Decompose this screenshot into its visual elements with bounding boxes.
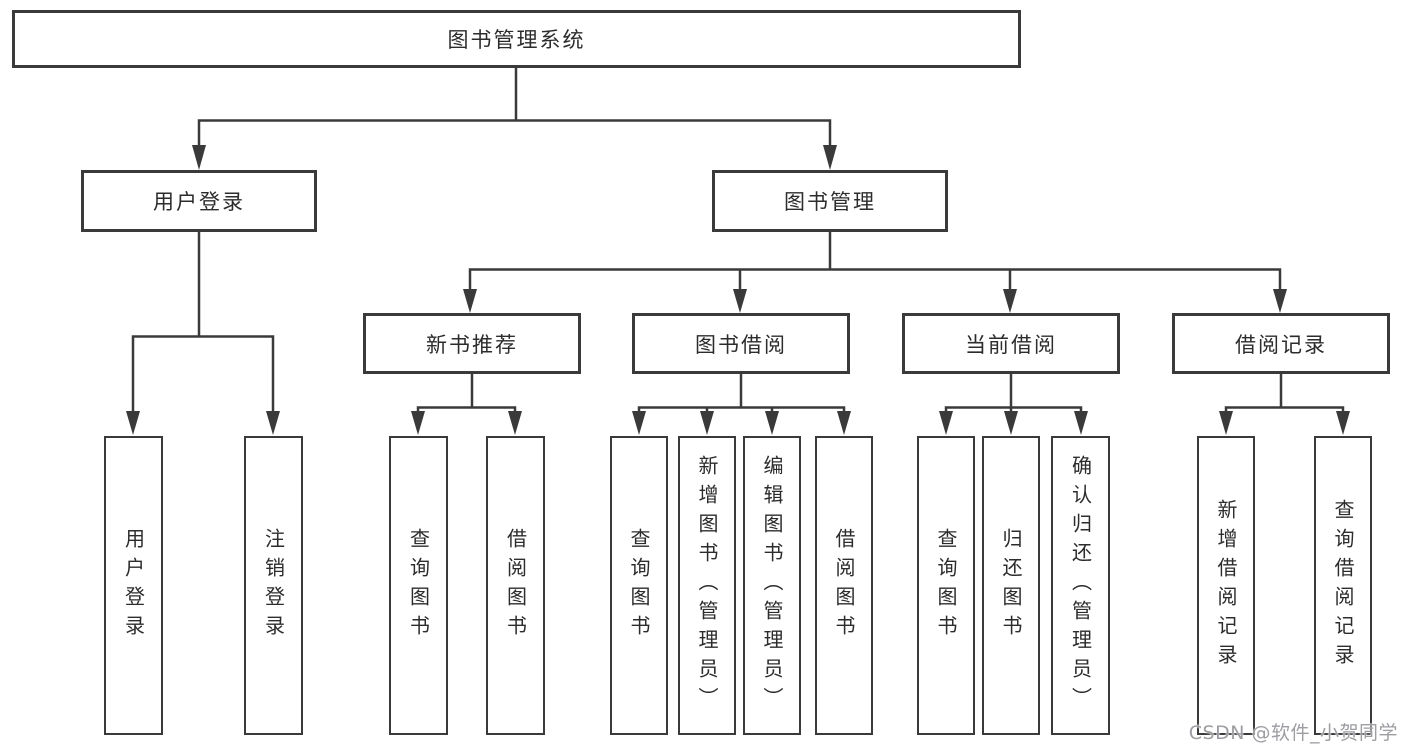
arrowhead <box>1004 411 1018 435</box>
node-borrow-records: 借阅记录 <box>1172 313 1390 374</box>
arrowhead <box>823 145 837 170</box>
leaf-add-borrow-record: 新增借阅记录 <box>1197 436 1255 735</box>
node-borrow-records-label: 借阅记录 <box>1235 332 1327 357</box>
node-root-library-system: 图书管理系统 <box>12 10 1021 68</box>
leaf-recommend-borrow-books-label: 借阅图书 <box>503 527 528 644</box>
wire-recommend-to-children <box>416 371 517 428</box>
arrowhead <box>837 411 851 435</box>
leaf-edit-book-admin: 编辑图书（管理员） <box>743 436 801 735</box>
node-new-book-recommend-label: 新书推荐 <box>426 332 518 357</box>
leaf-borrow-books: 借阅图书 <box>815 436 873 735</box>
wire-borrow-to-children <box>637 371 846 428</box>
wire-current-to-children <box>944 371 1083 428</box>
leaf-recommend-query-books: 查询图书 <box>389 436 448 735</box>
leaf-return-book: 归还图书 <box>982 436 1040 735</box>
arrowhead <box>632 411 646 435</box>
leaf-borrow-query-books-label: 查询图书 <box>627 527 651 644</box>
node-book-borrow: 图书借阅 <box>632 313 850 374</box>
arrowhead <box>463 289 477 313</box>
node-new-book-recommend: 新书推荐 <box>363 313 581 374</box>
wire-book-management-to-children <box>468 229 1282 305</box>
leaf-logout: 注销登录 <box>244 436 303 735</box>
node-root-label: 图书管理系统 <box>447 28 586 52</box>
arrowhead <box>1336 411 1350 435</box>
node-book-borrow-label: 图书借阅 <box>695 332 787 357</box>
node-user-login-label: 用户登录 <box>153 190 245 214</box>
leaf-current-query-books: 查询图书 <box>917 436 975 735</box>
node-book-management: 图书管理 <box>712 170 948 232</box>
leaf-add-book-admin-label: 新增图书（管理员） <box>695 455 719 716</box>
arrowhead <box>192 145 206 170</box>
arrowhead <box>1003 289 1017 313</box>
leaf-query-borrow-record: 查询借阅记录 <box>1314 436 1372 735</box>
arrowhead <box>126 411 140 435</box>
leaf-return-book-label: 归还图书 <box>999 527 1023 644</box>
leaf-recommend-query-books-label: 查询图书 <box>406 527 431 644</box>
leaf-user-login: 用户登录 <box>104 436 163 735</box>
leaf-confirm-return-admin-label: 确认归还（管理员） <box>1068 455 1093 716</box>
leaf-add-borrow-record-label: 新增借阅记录 <box>1214 498 1238 673</box>
wire-user-login-to-children <box>131 229 275 428</box>
leaf-recommend-borrow-books: 借阅图书 <box>486 436 545 735</box>
csdn-watermark: CSDN @软件_小贺同学 <box>1188 722 1398 744</box>
node-user-login: 用户登录 <box>81 170 317 232</box>
arrowhead <box>266 411 280 435</box>
leaf-add-book-admin: 新增图书（管理员） <box>678 436 736 735</box>
arrowhead <box>733 289 747 313</box>
arrowhead <box>1273 289 1287 313</box>
leaf-logout-label: 注销登录 <box>261 527 286 644</box>
leaf-user-login-label: 用户登录 <box>121 527 146 644</box>
leaf-confirm-return-admin: 确认归还（管理员） <box>1051 436 1110 735</box>
arrowhead <box>765 411 779 435</box>
node-current-borrow: 当前借阅 <box>902 313 1120 374</box>
arrowhead <box>411 411 425 435</box>
arrowhead <box>1074 411 1088 435</box>
arrowhead <box>1219 411 1233 435</box>
wire-root-to-level2 <box>197 66 832 162</box>
node-current-borrow-label: 当前借阅 <box>965 332 1057 357</box>
arrowhead <box>508 411 522 435</box>
arrowhead <box>700 411 714 435</box>
node-book-management-label: 图书管理 <box>784 190 876 214</box>
wire-records-to-children <box>1224 371 1345 428</box>
leaf-current-query-books-label: 查询图书 <box>934 527 958 644</box>
leaf-query-borrow-record-label: 查询借阅记录 <box>1331 498 1355 673</box>
leaf-edit-book-admin-label: 编辑图书（管理员） <box>760 455 784 716</box>
arrowhead <box>939 411 953 435</box>
leaf-borrow-books-label: 借阅图书 <box>832 527 856 644</box>
leaf-borrow-query-books: 查询图书 <box>610 436 668 735</box>
